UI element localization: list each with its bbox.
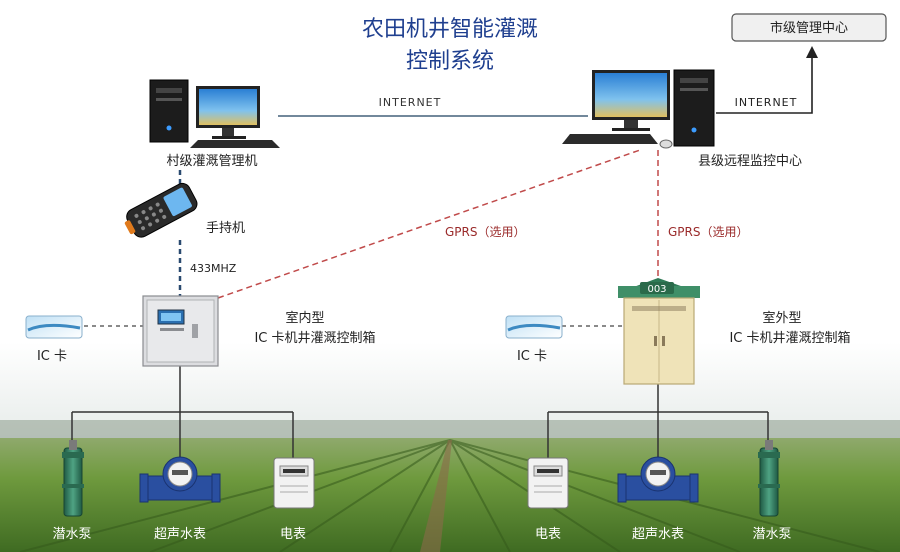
outdoor-box-badge: 003 [647, 284, 666, 295]
electric-meter-left-icon [273, 457, 315, 509]
internet-label-left: INTERNET [379, 96, 442, 109]
handheld-terminal-icon [124, 182, 198, 238]
ultrasonic-meter-right-icon [617, 456, 699, 503]
electric-meter-right-icon [527, 457, 569, 509]
indoor-box-desc: IC 卡机井灌溉控制箱 [254, 330, 375, 346]
outdoor-control-box: 003 [618, 278, 700, 385]
left-device-label-electric-meter: 电表 [280, 527, 306, 542]
arrow-up-icon [806, 46, 818, 58]
village-pc-label: 村级灌溉管理机 [166, 154, 257, 169]
ic-card-left-icon [25, 315, 83, 339]
ic-card-left-label: IC 卡 [37, 349, 67, 364]
indoor-control-box [142, 295, 219, 367]
city-center-box: 市级管理中心 [731, 13, 887, 42]
gprs-label-right: GPRS（选用） [668, 225, 749, 239]
handheld-label: 手持机 [206, 221, 245, 236]
outdoor-box-title: 室外型 [762, 310, 801, 326]
village-computer-icon [149, 79, 280, 148]
radio-433-label: 433MHZ [190, 262, 237, 275]
indoor-box-title: 室内型 [285, 310, 324, 326]
submersible-pump-left-icon [62, 440, 84, 517]
ic-card-right-label: IC 卡 [517, 349, 547, 364]
right-device-tree [547, 384, 769, 458]
outdoor-box-desc: IC 卡机井灌溉控制箱 [729, 330, 850, 346]
treeline [0, 420, 900, 438]
left-device-label-pump: 潜水泵 [52, 527, 91, 542]
internet-link-right [716, 56, 813, 114]
right-device-label-electric-meter: 电表 [535, 527, 561, 542]
right-device-label-pump: 潜水泵 [752, 527, 791, 542]
county-center-label: 县级远程监控中心 [698, 154, 802, 169]
connection-lines [71, 46, 818, 458]
internet-label-right: INTERNET [735, 96, 798, 109]
county-computer-icon [562, 69, 715, 149]
title-line-2: 控制系统 [406, 49, 494, 74]
ic-card-right-icon [505, 315, 563, 339]
right-device-label-water-meter: 超声水表 [632, 527, 684, 542]
ultrasonic-meter-left-icon [139, 456, 221, 503]
left-device-label-water-meter: 超声水表 [154, 527, 206, 542]
gprs-link-left [217, 149, 641, 299]
city-center-label: 市级管理中心 [770, 20, 848, 36]
field-path [420, 440, 452, 552]
submersible-pump-right-icon [758, 440, 780, 517]
left-device-tree [71, 366, 294, 458]
gprs-label-left: GPRS（选用） [445, 225, 526, 239]
title-line-1: 农田机井智能灌溉 [362, 17, 538, 42]
